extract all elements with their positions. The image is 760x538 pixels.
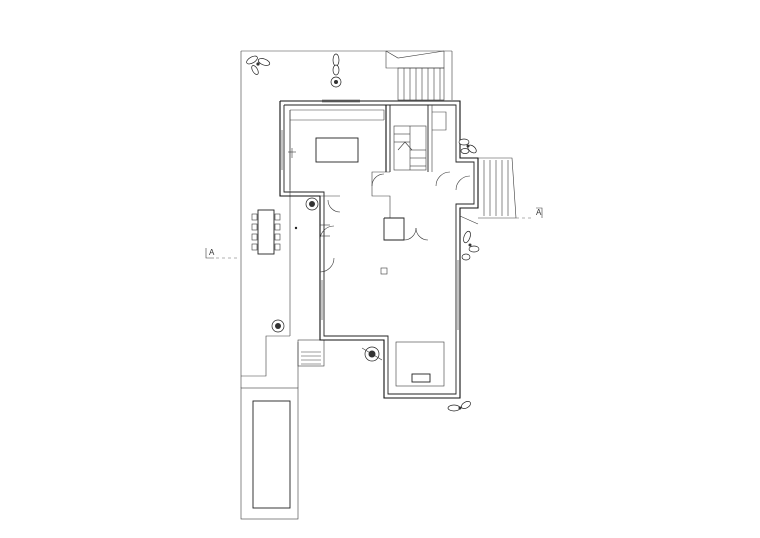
internal-stair bbox=[393, 125, 427, 171]
sink-icon bbox=[288, 148, 296, 158]
plant-icon bbox=[361, 346, 383, 362]
plant-icon bbox=[246, 55, 271, 75]
interior-partitions bbox=[320, 105, 447, 241]
entrance-stairs-top bbox=[385, 50, 445, 101]
door-swings bbox=[319, 171, 471, 273]
plant-icon bbox=[458, 138, 477, 154]
column-marker bbox=[380, 267, 388, 275]
section-marker-left: A bbox=[205, 248, 238, 259]
plant-icon bbox=[305, 197, 319, 211]
kitchen-island bbox=[315, 137, 359, 163]
entrance-stairs-right bbox=[459, 157, 517, 225]
terrace bbox=[395, 341, 445, 387]
plant-icon bbox=[461, 230, 480, 261]
svg-text:A: A bbox=[209, 248, 215, 257]
plant-icon bbox=[447, 401, 471, 412]
garden-steps bbox=[297, 339, 325, 367]
glazing bbox=[281, 99, 459, 330]
section-marker-right: A bbox=[516, 207, 543, 219]
plant-icon bbox=[271, 319, 285, 333]
svg-text:A: A bbox=[536, 208, 542, 217]
plant-icon bbox=[330, 53, 342, 88]
pool bbox=[240, 342, 299, 520]
dining-table bbox=[251, 209, 298, 255]
